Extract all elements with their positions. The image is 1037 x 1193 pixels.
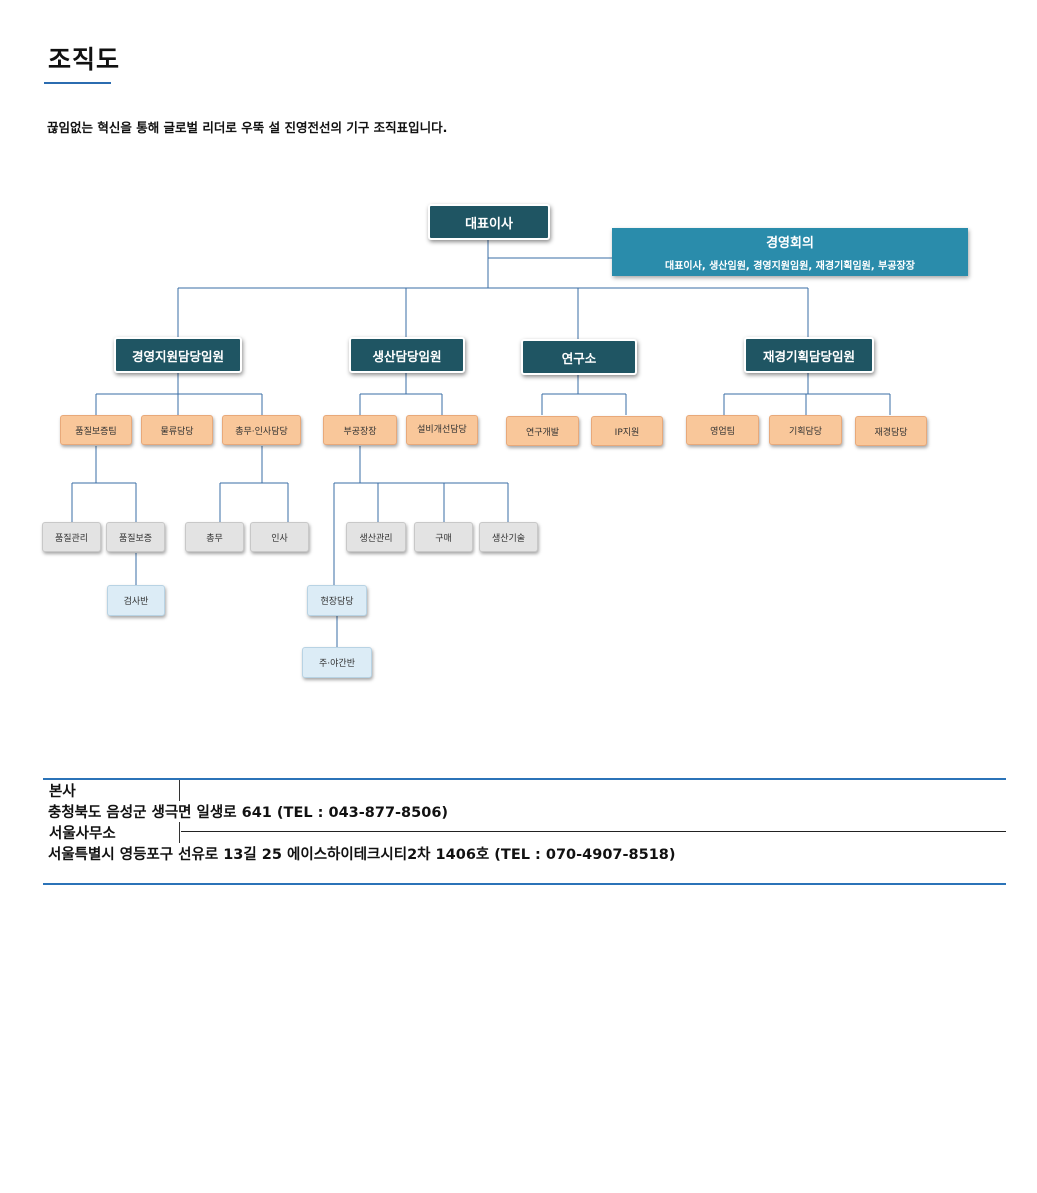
team-planning: 기획담당	[769, 415, 842, 445]
subunit-day-night-shift: 주·야간반	[302, 647, 372, 678]
office-label: 서울사무소	[43, 822, 180, 843]
title-underline	[44, 82, 111, 84]
division-research: 연구소	[521, 339, 637, 375]
page-title: 조직도	[48, 45, 121, 74]
unit-personnel: 인사	[250, 522, 309, 552]
team-quality-assurance: 품질보증팀	[60, 415, 132, 445]
page-intro: 끊임없는 혁신을 통해 글로벌 리더로 우뚝 설 진영전선의 기구 조직표입니다…	[47, 120, 448, 135]
office-row-seoul: 서울사무소 서울특별시 영등포구 선유로 13길 25 에이스하이테크시티2차 …	[43, 822, 1006, 864]
org-chart: 대표이사 경영회의 대표이사, 생산임원, 경영지원임원, 재경기획임원, 부공…	[42, 204, 968, 678]
team-general-hr: 총무·인사담당	[222, 415, 301, 445]
ceo-node: 대표이사	[428, 204, 550, 240]
team-ip-support: IP지원	[591, 416, 663, 446]
team-rnd: 연구개발	[506, 416, 579, 446]
unit-quality-control: 품질관리	[42, 522, 101, 552]
division-production: 생산담당임원	[349, 337, 465, 373]
office-table: 본사 충청북도 음성군 생극면 일생로 641 (TEL : 043-877-8…	[43, 780, 1006, 864]
office-label: 본사	[43, 780, 180, 801]
management-meeting-node: 경영회의 대표이사, 생산임원, 경영지원임원, 재경기획임원, 부공장장	[612, 228, 968, 276]
meeting-members: 대표이사, 생산임원, 경영지원임원, 재경기획임원, 부공장장	[665, 261, 915, 272]
team-logistics: 물류담당	[141, 415, 213, 445]
unit-purchasing: 구매	[414, 522, 473, 552]
team-deputy-plant-manager: 부공장장	[323, 415, 397, 445]
office-address: 서울특별시 영등포구 선유로 13길 25 에이스하이테크시티2차 1406호 …	[48, 847, 676, 863]
division-finance-planning: 재경기획담당임원	[744, 337, 874, 373]
division-management-support: 경영지원담당임원	[114, 337, 242, 373]
unit-quality-assurance: 품질보증	[106, 522, 165, 552]
subunit-site-management: 현장담당	[307, 585, 367, 616]
team-sales: 영업팀	[686, 415, 759, 445]
team-facility-improvement: 설비개선담당	[406, 415, 478, 445]
office-table-row-divider	[181, 831, 1006, 832]
meeting-title: 경영회의	[766, 236, 814, 251]
office-address: 충청북도 음성군 생극면 일생로 641 (TEL : 043-877-8506…	[48, 805, 449, 821]
org-connectors	[71, 238, 891, 647]
office-table-top-border	[43, 778, 1006, 780]
subunit-inspection: 검사반	[107, 585, 165, 616]
unit-general-affairs: 총무	[185, 522, 244, 552]
office-row-headquarters: 본사 충청북도 음성군 생극면 일생로 641 (TEL : 043-877-8…	[43, 780, 1006, 822]
unit-production-technology: 생산기술	[479, 522, 538, 552]
unit-production-management: 생산관리	[346, 522, 406, 552]
office-table-bottom-border	[43, 883, 1006, 885]
team-finance: 재경담당	[855, 416, 927, 446]
